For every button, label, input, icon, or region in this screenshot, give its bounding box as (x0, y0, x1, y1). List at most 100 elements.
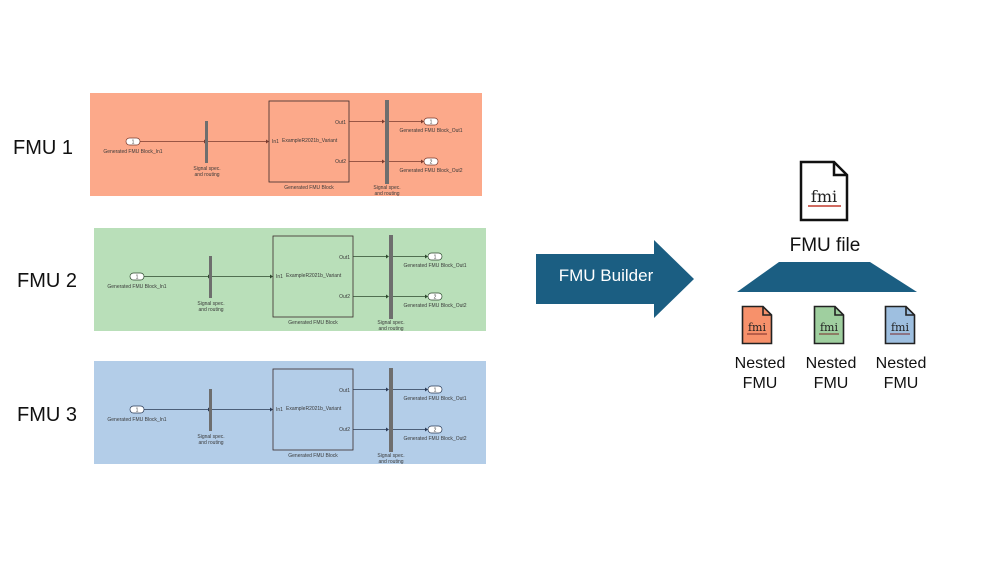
mux-bar[interactable] (209, 256, 212, 298)
output-port-1[interactable] (427, 252, 443, 261)
demux-bar[interactable] (389, 368, 393, 452)
input-port-number: 1 (136, 275, 139, 281)
block-inport-label: In1 (272, 139, 279, 145)
panel-background (94, 228, 486, 331)
block-caption: Generated FMU Block (288, 320, 338, 326)
fmi-file-icon: fmi (799, 160, 849, 222)
output-port-1-number: 1 (434, 388, 437, 394)
demux-bar[interactable] (385, 100, 389, 184)
signal-arrowhead (386, 427, 389, 432)
block-inport-label: In1 (276, 274, 283, 280)
signal-arrowhead (421, 159, 424, 164)
nested-fmu-2-label: Nested FMU (796, 354, 866, 394)
nested-fmu-3-icon: fmi (884, 305, 916, 345)
input-port-name: Generated FMU Block_In1 (103, 149, 162, 155)
signal-arrowhead (386, 254, 389, 259)
nested-fmu-3-line2: FMU (883, 375, 919, 392)
panel-background (94, 361, 486, 464)
nested-fmu-3-line1: Nested (875, 355, 927, 372)
signal-arrowhead (382, 159, 385, 164)
input-port-number: 1 (132, 140, 135, 146)
fmu-file-contents-bracket (737, 262, 917, 294)
nested-fmu-2-line1: Nested (805, 355, 857, 372)
fmu-builder-arrow: FMU Builder (536, 240, 694, 318)
signal-arrowhead (270, 274, 273, 279)
fmu-block[interactable] (268, 100, 350, 183)
block-out2-label: Out2 (335, 159, 346, 165)
fmi-text: fmi (891, 321, 910, 334)
fmu-1-label: FMU 1 (13, 137, 73, 159)
signal-arrowhead (425, 254, 428, 259)
signal-arrowhead (386, 294, 389, 299)
fmu-block[interactable] (272, 235, 354, 318)
input-port-name: Generated FMU Block_In1 (107, 284, 166, 290)
input-port-name: Generated FMU Block_In1 (107, 417, 166, 423)
nested-fmu-1-line1: Nested (734, 355, 786, 372)
demux-label-line2: and routing (378, 459, 403, 464)
demux-label-line2: and routing (378, 326, 403, 331)
mux-label-line1: Signal spec. (197, 434, 224, 440)
output-port-1-name: Generated FMU Block_Out1 (403, 396, 466, 402)
signal-arrowhead (425, 427, 428, 432)
output-port-2-number: 2 (430, 160, 433, 166)
demux-label-line1: Signal spec. (377, 453, 404, 459)
signal-arrowhead (425, 387, 428, 392)
arrow-shape (536, 240, 694, 318)
fmu-3-label: FMU 3 (17, 404, 77, 426)
block-caption: Generated FMU Block (284, 185, 334, 191)
demux-bar[interactable] (389, 235, 393, 319)
fmi-text: fmi (748, 321, 767, 334)
input-port-number: 1 (136, 408, 139, 414)
output-port-2[interactable] (423, 157, 439, 166)
output-port-1-number: 1 (430, 120, 433, 126)
mux-bar[interactable] (209, 389, 212, 431)
block-inner-name: ExampleR2021b_Variant (286, 273, 342, 279)
output-port-2-number: 2 (434, 295, 437, 301)
block-caption: Generated FMU Block (288, 453, 338, 459)
block-out1-label: Out1 (339, 255, 350, 261)
output-port-1-name: Generated FMU Block_Out1 (403, 263, 466, 269)
signal-arrowhead (270, 407, 273, 412)
mux-label-line1: Signal spec. (197, 301, 224, 307)
block-out1-label: Out1 (339, 388, 350, 394)
fmu-file-label: FMU file (789, 235, 861, 256)
nested-fmu-1-label: Nested FMU (725, 354, 795, 394)
block-inner-name: ExampleR2021b_Variant (282, 138, 338, 144)
output-port-2[interactable] (427, 425, 443, 434)
output-port-1[interactable] (423, 117, 439, 126)
nested-fmu-2-icon: fmi (813, 305, 845, 345)
output-port-1-name: Generated FMU Block_Out1 (399, 128, 462, 134)
fmu-2-label: FMU 2 (17, 270, 77, 292)
signal-arrowhead (425, 294, 428, 299)
output-port-2-name: Generated FMU Block_Out2 (403, 436, 466, 442)
fmu-block[interactable] (272, 368, 354, 451)
fmu-builder-label: FMU Builder (558, 266, 654, 285)
nested-fmu-1-line2: FMU (742, 375, 778, 392)
mux-bar[interactable] (205, 121, 208, 163)
fmi-text: fmi (820, 321, 839, 334)
signal-arrowhead (386, 387, 389, 392)
signal-arrowhead (382, 119, 385, 124)
output-port-2[interactable] (427, 292, 443, 301)
output-port-1[interactable] (427, 385, 443, 394)
panel-background (90, 93, 482, 196)
signal-arrowhead (421, 119, 424, 124)
output-port-2-name: Generated FMU Block_Out2 (399, 168, 462, 174)
demux-label-line1: Signal spec. (377, 320, 404, 326)
output-port-2-name: Generated FMU Block_Out2 (403, 303, 466, 309)
output-port-2-number: 2 (434, 428, 437, 434)
fmi-text: fmi (811, 187, 837, 206)
nested-fmu-2-line2: FMU (813, 375, 849, 392)
block-out1-label: Out1 (335, 120, 346, 126)
block-out2-label: Out2 (339, 427, 350, 433)
demux-label-line2: and routing (374, 191, 399, 196)
demux-label-line1: Signal spec. (373, 185, 400, 191)
signal-arrowhead (266, 139, 269, 144)
block-inner-name: ExampleR2021b_Variant (286, 406, 342, 412)
nested-fmu-3-label: Nested FMU (866, 354, 936, 394)
output-port-1-number: 1 (434, 255, 437, 261)
mux-label-line2: and routing (198, 307, 223, 313)
